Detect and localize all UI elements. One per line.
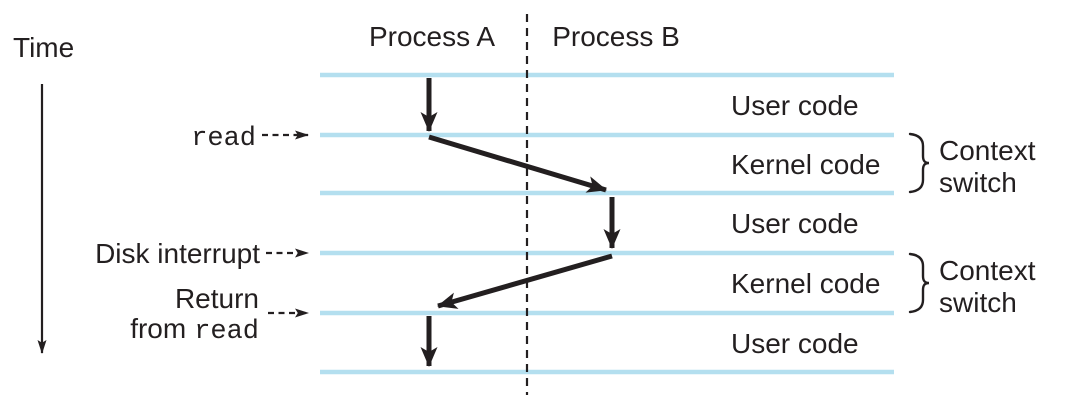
- context-switch-label-2-line2: switch: [939, 287, 1017, 318]
- read-call-label: read: [191, 124, 256, 154]
- process-b-header: Process B: [552, 21, 680, 52]
- process-a-header: Process A: [369, 21, 495, 52]
- context-switch-label-1-line2: switch: [939, 167, 1017, 198]
- band-label-user-code-2: User code: [731, 208, 859, 239]
- context-switch-brace-2: [908, 252, 930, 314]
- return-from-read-label-line2: from read: [130, 313, 259, 347]
- time-axis-label: Time: [13, 32, 74, 63]
- control-flow-group: [420, 78, 621, 367]
- context-switch-arrow-a-to-b: [428, 134, 607, 193]
- context-switch-label-2-line1: Context: [939, 255, 1036, 286]
- timeline-group: [320, 72, 894, 375]
- band-label-kernel-code-2: Kernel code: [731, 268, 880, 299]
- band-label-kernel-code-1: Kernel code: [731, 149, 880, 180]
- return-from-read-label-line1: Return: [175, 283, 259, 314]
- context-switch-arrow-b-to-a: [437, 253, 613, 309]
- band-label-user-code-1: User code: [731, 90, 859, 121]
- disk-interrupt-label: Disk interrupt: [95, 238, 260, 269]
- return-from-word: from: [130, 313, 186, 344]
- context-switch-brace-1: [908, 132, 930, 194]
- context-switch-label-1-line1: Context: [939, 135, 1036, 166]
- band-label-user-code-3: User code: [731, 328, 859, 359]
- return-read-word: read: [194, 317, 259, 347]
